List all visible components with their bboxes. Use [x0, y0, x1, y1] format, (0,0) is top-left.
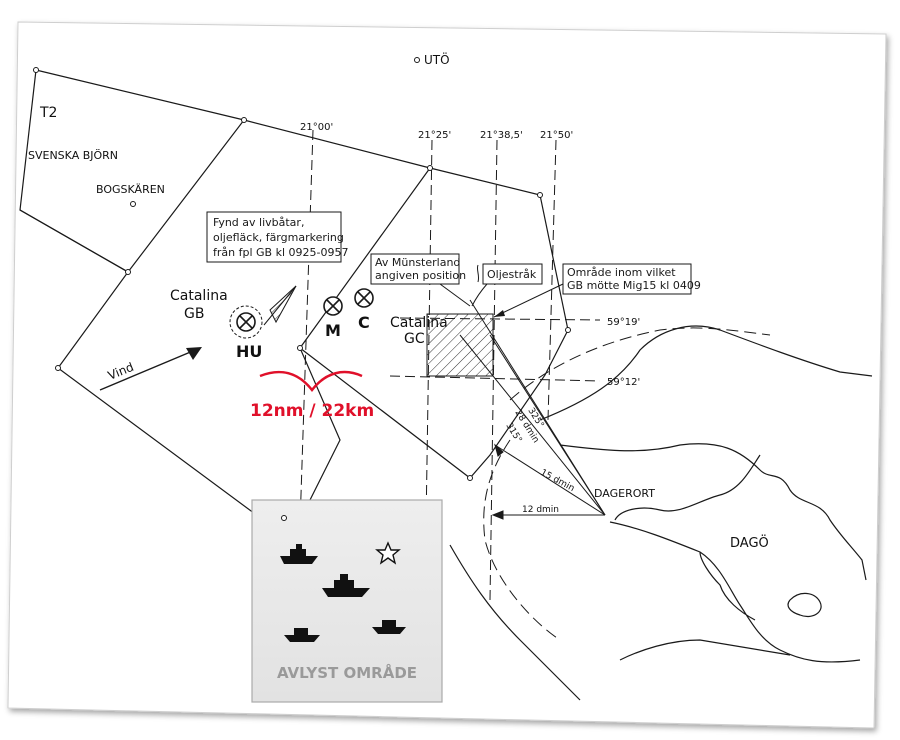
latitude-59-19: 59°19' — [607, 317, 640, 328]
place-labels: UTÖ T2 SVENSKA BJÖRN BOGSKÄREN DAGERORT … — [28, 51, 769, 551]
callout-oil-text: Oljestråk — [487, 268, 537, 281]
ship-icon — [372, 620, 406, 634]
callout-finds-line2: oljefläck, färgmarkering — [213, 231, 344, 244]
crash-marker-hu: HU — [229, 305, 263, 361]
coastline-dago-2 — [619, 639, 791, 661]
crash-marker-m: M — [323, 296, 343, 340]
catalina-gb-name: Catalina — [170, 288, 228, 304]
marker-c-label: C — [358, 313, 370, 332]
callout-finds-line3: från fpl GB kl 0925-0957 — [213, 246, 348, 259]
longitude-21-25: 21°25' — [418, 130, 451, 141]
ship-icon — [322, 574, 370, 597]
callout-mig-line2: GB mötte Mig15 kl 0409 — [567, 279, 701, 292]
red-brace-icon — [259, 370, 363, 393]
callout-mig-line1: Område inom vilket — [567, 266, 676, 279]
arrow-head-icon — [186, 347, 202, 360]
catalina-gc-id: GC — [404, 331, 425, 347]
zone-boundary-mid — [299, 167, 431, 521]
ship-3 — [284, 628, 320, 642]
zone-boundary-left-2 — [19, 209, 129, 273]
longitude-21-38: 21°38,5' — [480, 130, 523, 141]
callout-finds-line1: Fynd av livbåtar, — [213, 216, 304, 229]
bearing-lines — [459, 299, 606, 520]
coastal-boundary — [483, 327, 771, 641]
hatched-area — [426, 313, 494, 377]
callout-mig: Område inom vilket GB mötte Mig15 kl 040… — [493, 263, 701, 318]
longitude-21-50: 21°50' — [540, 130, 573, 141]
vertex-dots — [33, 67, 571, 521]
ship-2 — [322, 574, 370, 597]
place-svenska-bjorn: SVENSKA BJÖRN — [28, 149, 118, 162]
bogskaren-dot — [130, 201, 136, 207]
aircraft-labels: Catalina GB Catalina GC — [170, 288, 448, 347]
ship-1 — [280, 544, 318, 564]
crash-marker-icon — [229, 305, 263, 339]
star-icon — [375, 541, 401, 565]
debris-triangle — [263, 285, 297, 326]
catalina-gc-name: Catalina — [390, 315, 448, 331]
ship-icon — [284, 628, 320, 642]
marker-m-label: M — [325, 321, 341, 340]
callout-munsterland: Av Münsterland angiven position — [370, 253, 471, 307]
place-dago: DAGÖ — [730, 534, 769, 551]
catalina-gb-id: GB — [184, 306, 204, 322]
longitude-21-00: 21°00' — [300, 122, 333, 133]
callout-munsterland-line1: Av Münsterland — [375, 256, 460, 269]
uto-dot — [414, 57, 420, 63]
closed-area-label: AVLYST OMRÅDE — [277, 663, 417, 682]
place-dagerort: DAGERORT — [594, 487, 655, 500]
distance-annotation: 12nm / 22km — [250, 370, 374, 421]
closed-area: AVLYST OMRÅDE — [251, 499, 443, 703]
distance-12dmin: 12 dmin — [522, 505, 559, 515]
annotation-12nm: 12nm / 22km — [250, 401, 374, 421]
callout-munsterland-line2: angiven position — [375, 269, 466, 282]
ship-icon — [280, 544, 318, 564]
place-uto: UTÖ — [424, 51, 450, 67]
callout-finds: Fynd av livbåtar, oljefläck, färgmarkeri… — [206, 211, 348, 263]
ship-4 — [372, 620, 406, 634]
place-t2: T2 — [39, 105, 57, 121]
crash-marker-c: C — [354, 288, 374, 332]
latitude-59-12: 59°12' — [607, 377, 640, 388]
marker-hu-label: HU — [236, 342, 262, 361]
closed-area-box — [251, 499, 443, 703]
place-bogskaren: BOGSKÄREN — [96, 183, 165, 196]
callout-oil: Oljestråk — [471, 263, 543, 307]
longitude-labels: 21°00' 21°25' 21°38,5' 21°50' 59°19' 59°… — [300, 122, 640, 388]
